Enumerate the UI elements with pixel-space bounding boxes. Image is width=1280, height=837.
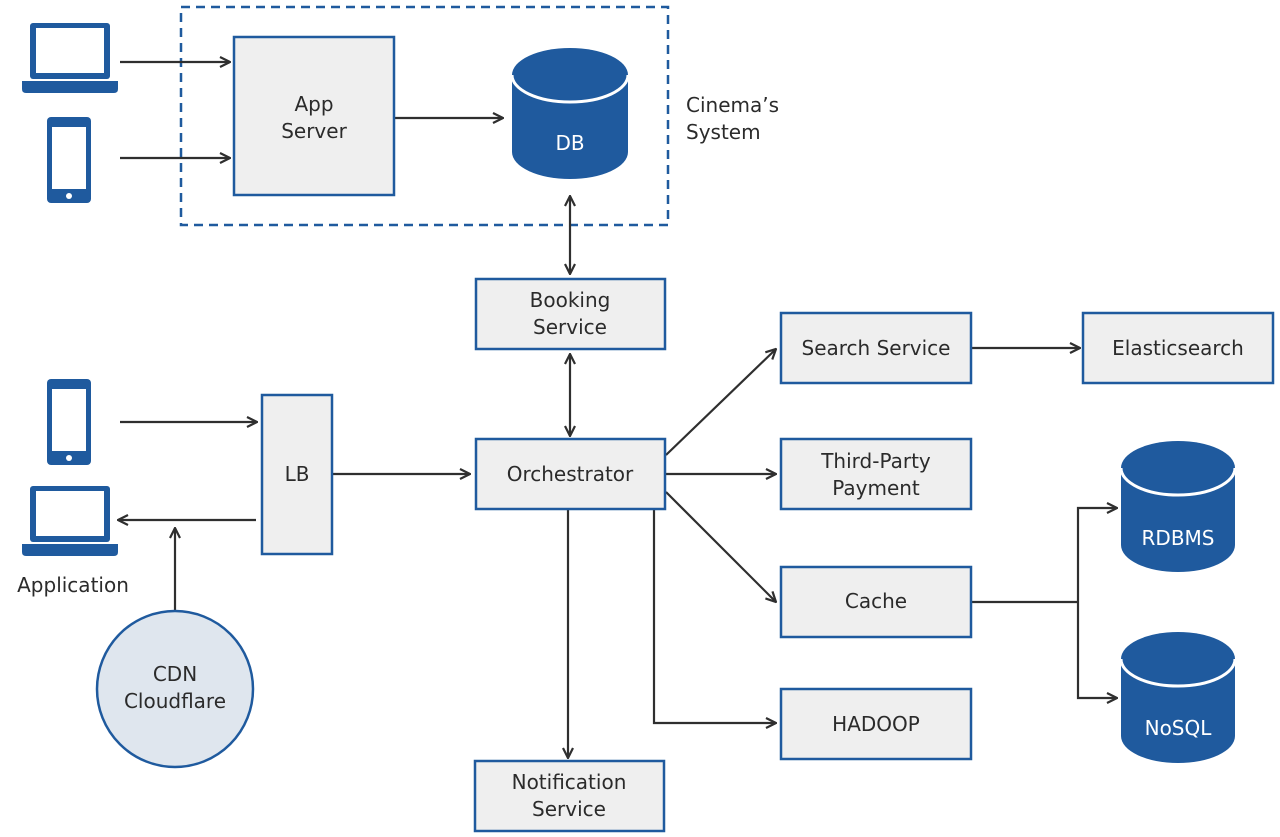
- database-icon: NoSQL: [1119, 632, 1237, 763]
- search-service-label: Search Service: [802, 336, 951, 360]
- phone-icon: [47, 117, 91, 203]
- edges: [118, 62, 1117, 758]
- orchestrator-label: Orchestrator: [507, 462, 634, 486]
- app-server-label-line1: App: [294, 92, 333, 116]
- booking-service-node: Booking Service: [474, 277, 667, 351]
- lb-label: LB: [285, 462, 310, 486]
- booking-service-label-line1: Booking: [530, 288, 611, 312]
- cache-node: Cache: [779, 565, 973, 639]
- elasticsearch-node: Elasticsearch: [1081, 311, 1275, 385]
- search-service-node: Search Service: [779, 311, 973, 385]
- cdn-label-line1: CDN: [153, 662, 197, 686]
- edge-orchestrator-to-search: [665, 349, 776, 456]
- database-icon: RDBMS: [1119, 441, 1237, 572]
- edge-orchestrator-to-cache: [665, 491, 776, 602]
- load-balancer-node: LB: [260, 393, 334, 556]
- cdn-cloudflare-node: CDN Cloudflare: [95, 609, 255, 769]
- notification-service-label-line2: Service: [532, 797, 606, 821]
- db-label: DB: [555, 131, 584, 155]
- notification-service-node: Notification Service: [473, 759, 666, 833]
- notification-service-label-line1: Notification: [512, 770, 627, 794]
- third-party-payment-label-line2: Payment: [832, 476, 920, 500]
- orchestrator-node: Orchestrator: [474, 437, 667, 511]
- laptop-icon: [22, 486, 118, 556]
- cache-label: Cache: [845, 589, 907, 613]
- hadoop-label: HADOOP: [832, 712, 920, 736]
- phone-icon: [47, 379, 91, 465]
- third-party-payment-label-line1: Third-Party: [820, 449, 931, 473]
- third-party-payment-node: Third-Party Payment: [779, 437, 973, 511]
- app-server-label-line2: Server: [281, 119, 347, 143]
- edge-cache-to-nosql: [1076, 602, 1117, 698]
- database-icon: DB: [510, 48, 630, 179]
- cinema-system-boundary: [179, 5, 670, 227]
- edge-cache-to-rdbms: [1076, 508, 1117, 602]
- cdn-label-line2: Cloudflare: [124, 689, 226, 713]
- rdbms-label: RDBMS: [1142, 526, 1215, 550]
- edge-orchestrator-to-hadoop: [652, 510, 776, 723]
- app-server-node: App Server: [232, 35, 396, 197]
- application-label: Application: [17, 573, 129, 597]
- laptop-icon: [22, 23, 118, 93]
- nosql-label: NoSQL: [1145, 716, 1213, 740]
- cinema-system-label-line2: System: [686, 120, 761, 144]
- cinema-system-label-line1: Cinema’s: [686, 93, 779, 117]
- hadoop-node: HADOOP: [779, 687, 973, 761]
- booking-service-label-line2: Service: [533, 315, 607, 339]
- elasticsearch-label: Elasticsearch: [1112, 336, 1244, 360]
